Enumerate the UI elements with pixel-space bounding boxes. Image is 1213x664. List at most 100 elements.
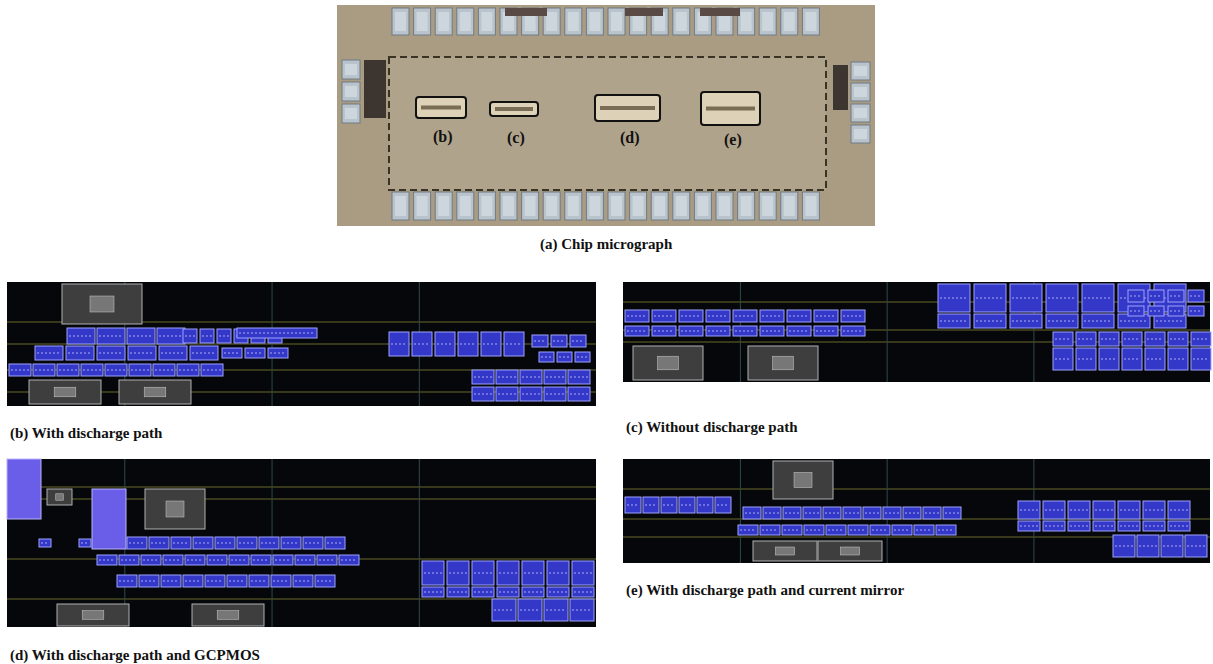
bond-pad xyxy=(522,192,539,220)
device-contacts xyxy=(99,560,115,561)
grey-device xyxy=(753,541,817,561)
device-contacts xyxy=(541,357,552,358)
blue-device xyxy=(1046,314,1078,328)
grey-device-core xyxy=(658,356,679,370)
device-contacts xyxy=(59,370,77,371)
bond-pad xyxy=(759,192,776,220)
device-contacts xyxy=(522,377,540,378)
blue-device xyxy=(389,332,409,356)
bond-pad-center xyxy=(395,196,406,216)
device-contacts xyxy=(224,353,240,354)
blue-device xyxy=(1143,521,1165,531)
device-contacts xyxy=(1012,321,1040,322)
device-contacts xyxy=(1170,339,1186,340)
blue-device xyxy=(1148,290,1164,302)
device-contacts xyxy=(570,394,588,395)
device-contacts xyxy=(681,505,693,506)
blue-device xyxy=(1010,314,1042,328)
blue-device xyxy=(472,587,494,597)
device-contacts xyxy=(1078,339,1094,340)
device-contacts xyxy=(1130,311,1142,312)
bond-pad xyxy=(457,8,474,35)
bond-pad-center xyxy=(589,196,600,216)
blue-device xyxy=(1143,501,1165,519)
device-contacts xyxy=(1101,339,1117,340)
blue-device xyxy=(1137,535,1159,557)
device-contacts xyxy=(131,370,149,371)
blue-device xyxy=(161,575,181,587)
blue-device xyxy=(782,525,802,535)
blue-device xyxy=(190,346,218,360)
blue-device xyxy=(119,555,139,565)
device-contacts xyxy=(305,543,321,544)
device-contacts xyxy=(474,592,492,593)
circuit-detail xyxy=(421,106,461,110)
blue-device xyxy=(97,346,125,360)
blue-device xyxy=(568,370,590,384)
device-contacts xyxy=(1139,546,1157,547)
blue-device xyxy=(760,525,780,535)
device-contacts xyxy=(574,573,592,574)
grey-device xyxy=(633,346,703,380)
blue-device xyxy=(97,555,117,565)
device-contacts xyxy=(546,377,564,378)
blue-device xyxy=(1068,501,1090,519)
device-contacts xyxy=(708,331,728,332)
blue-device xyxy=(237,537,257,549)
bond-pad-center xyxy=(654,196,665,216)
blue-device xyxy=(1185,535,1207,557)
blue-device xyxy=(1122,348,1142,370)
device-contacts xyxy=(784,530,800,531)
device-contacts xyxy=(231,560,247,561)
blue-device xyxy=(1018,501,1040,519)
blue-device xyxy=(1168,521,1190,531)
device-contacts xyxy=(789,316,809,317)
highlight-box: (e) xyxy=(700,91,761,126)
blue-device xyxy=(1043,521,1065,531)
device-contacts xyxy=(534,341,546,342)
device-contacts xyxy=(165,560,181,561)
device-contacts xyxy=(83,370,101,371)
blue-device xyxy=(472,370,494,384)
blue-device xyxy=(870,525,890,535)
device-contacts xyxy=(253,560,269,561)
device-contacts xyxy=(37,353,61,354)
bond-pad xyxy=(851,62,870,80)
bond-pad-center xyxy=(546,12,557,31)
blue-device xyxy=(760,326,784,336)
blue-device xyxy=(570,335,586,347)
device-contacts xyxy=(317,581,333,582)
bond-pad-center xyxy=(854,129,867,139)
blue-device xyxy=(557,352,572,362)
blue-device xyxy=(547,587,569,597)
dark-block xyxy=(505,8,547,16)
blue-device xyxy=(532,335,548,347)
blue-device xyxy=(520,387,542,401)
blue-device xyxy=(643,497,659,513)
device-contacts xyxy=(976,321,1004,322)
device-contacts xyxy=(574,592,592,593)
blue-device xyxy=(105,364,127,376)
device-contacts xyxy=(494,610,514,611)
blue-device xyxy=(914,525,934,535)
bond-pad xyxy=(342,60,360,79)
circuit-detail xyxy=(495,107,533,111)
bond-pad xyxy=(435,8,452,35)
device-contacts xyxy=(261,543,277,544)
blue-device xyxy=(547,561,569,585)
blue-device xyxy=(1191,348,1211,370)
device-contacts xyxy=(1084,321,1112,322)
device-contacts xyxy=(424,573,442,574)
device-contacts xyxy=(627,505,639,506)
device-contacts xyxy=(129,336,153,337)
blue-device xyxy=(159,346,187,360)
blue-device xyxy=(205,575,225,587)
bond-pad-center xyxy=(854,66,867,76)
grey-device-core xyxy=(90,296,114,312)
device-contacts xyxy=(1045,510,1063,511)
device-contacts xyxy=(295,581,311,582)
layout-panels xyxy=(7,282,1211,627)
device-contacts xyxy=(1020,526,1038,527)
blue-device xyxy=(733,310,757,322)
bond-pad xyxy=(738,8,755,35)
